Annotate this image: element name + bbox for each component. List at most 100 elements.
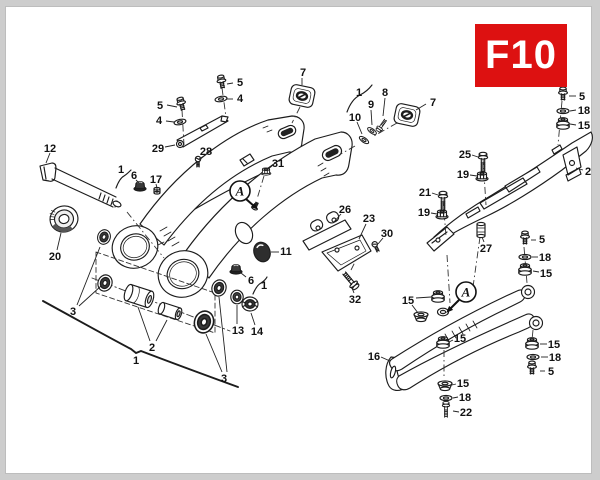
bracket-plate [321, 234, 372, 272]
part-callout-1: 1 [261, 280, 267, 292]
part-callout-19: 19 [457, 169, 469, 181]
clip-17 [153, 186, 161, 195]
cap-nut-6 [229, 264, 243, 275]
part-callout-18: 18 [578, 105, 590, 117]
rear-axle [39, 162, 122, 208]
part-callout-3: 3 [70, 306, 76, 318]
chain-slider [385, 226, 544, 392]
leader-line [267, 165, 273, 170]
washer-18 [439, 394, 453, 402]
leader-line [78, 285, 102, 307]
leader-line [532, 270, 540, 273]
cup-15 [437, 380, 453, 392]
part-callout-15: 15 [578, 120, 590, 132]
part-callout-2: 2 [149, 342, 155, 354]
grommet-15 [518, 263, 532, 276]
spacer-27 [476, 221, 486, 239]
figure-code-badge: F10 [475, 24, 567, 87]
part-callout-5: 5 [237, 77, 243, 89]
part-callout-32: 32 [349, 294, 361, 306]
leader-line [415, 103, 427, 111]
spacer-sleeve-2 [156, 301, 184, 321]
bolt-32 [340, 269, 361, 292]
part-callout-9: 9 [368, 99, 374, 111]
part-callout-15: 15 [548, 339, 560, 351]
bushing-3 [95, 227, 113, 247]
bolt-8 [374, 117, 389, 134]
leader-line [218, 296, 228, 373]
rail-mount-bracket [239, 153, 255, 167]
leader-line [469, 174, 478, 177]
leader-line [452, 410, 460, 413]
part-callout-30: 30 [381, 228, 393, 240]
leader-line [382, 97, 386, 117]
grommet-15 [431, 290, 445, 303]
bracket-glyphs [42, 84, 373, 388]
part-callout-29: 29 [152, 143, 164, 155]
leader-line [431, 192, 439, 196]
part-callout-11: 11 [280, 246, 292, 258]
part-callout-17: 17 [150, 174, 162, 186]
leader-line [377, 237, 384, 245]
arm-end-slot-left [277, 124, 297, 140]
chain-rail [175, 115, 229, 149]
hardware [95, 73, 570, 418]
nut-31 [260, 167, 272, 176]
part-callout-20: 20 [49, 251, 61, 263]
leader-line [356, 121, 363, 135]
leader-line [332, 213, 342, 224]
leader-line [448, 339, 454, 343]
bolt-5 [215, 73, 228, 90]
leader-line [451, 383, 457, 386]
part-callout-10: 10 [349, 112, 361, 124]
grommet-15 [436, 336, 450, 349]
leader-line [76, 246, 101, 306]
part-callout-19: 19 [418, 207, 430, 219]
arm-end-slot-right [321, 144, 343, 162]
bolt-5 [520, 230, 530, 245]
bolt-5 [527, 360, 537, 375]
leader-line [56, 232, 62, 251]
end-cap-disc [253, 241, 271, 263]
washer-4 [214, 94, 228, 104]
part-callout-1: 1 [356, 87, 362, 99]
svg-text:A: A [461, 285, 471, 300]
washer-9 [366, 125, 378, 137]
part-callout-18: 18 [539, 252, 551, 264]
part-callout-14: 14 [251, 326, 264, 338]
leader-line [411, 304, 419, 314]
leader-line [351, 287, 355, 294]
part-callout-18: 18 [459, 392, 471, 404]
part-callout-4: 4 [237, 93, 244, 105]
leader-line [45, 152, 51, 164]
leader-line [380, 356, 391, 362]
part-callout-5: 5 [548, 366, 554, 378]
part-callout-26: 26 [339, 204, 351, 216]
leader-line [452, 396, 459, 399]
leader-line [240, 272, 247, 278]
washer-18 [556, 107, 570, 115]
washer-13 [230, 289, 244, 305]
bolt-5 [558, 86, 568, 101]
part-callout-15: 15 [540, 268, 552, 280]
leader-line [481, 236, 485, 243]
leader-line [471, 154, 479, 158]
leader-line [415, 296, 432, 299]
bushing-3 [209, 277, 229, 299]
part-callout-3: 3 [221, 373, 227, 385]
swingarm [111, 115, 353, 298]
grommet-15 [525, 337, 539, 350]
washer-10 [357, 134, 371, 146]
chain-guide-block [302, 211, 352, 251]
arm-oval-hole [234, 221, 254, 245]
bolt-5 [174, 95, 188, 112]
part-callout-7: 7 [300, 67, 306, 79]
pad-7 [286, 82, 318, 110]
part-callout-31: 31 [272, 158, 284, 170]
bushing-3 [95, 272, 115, 294]
leader-line [358, 223, 367, 240]
detail-marker-A: A [229, 180, 258, 210]
bushing-3 [190, 307, 218, 337]
